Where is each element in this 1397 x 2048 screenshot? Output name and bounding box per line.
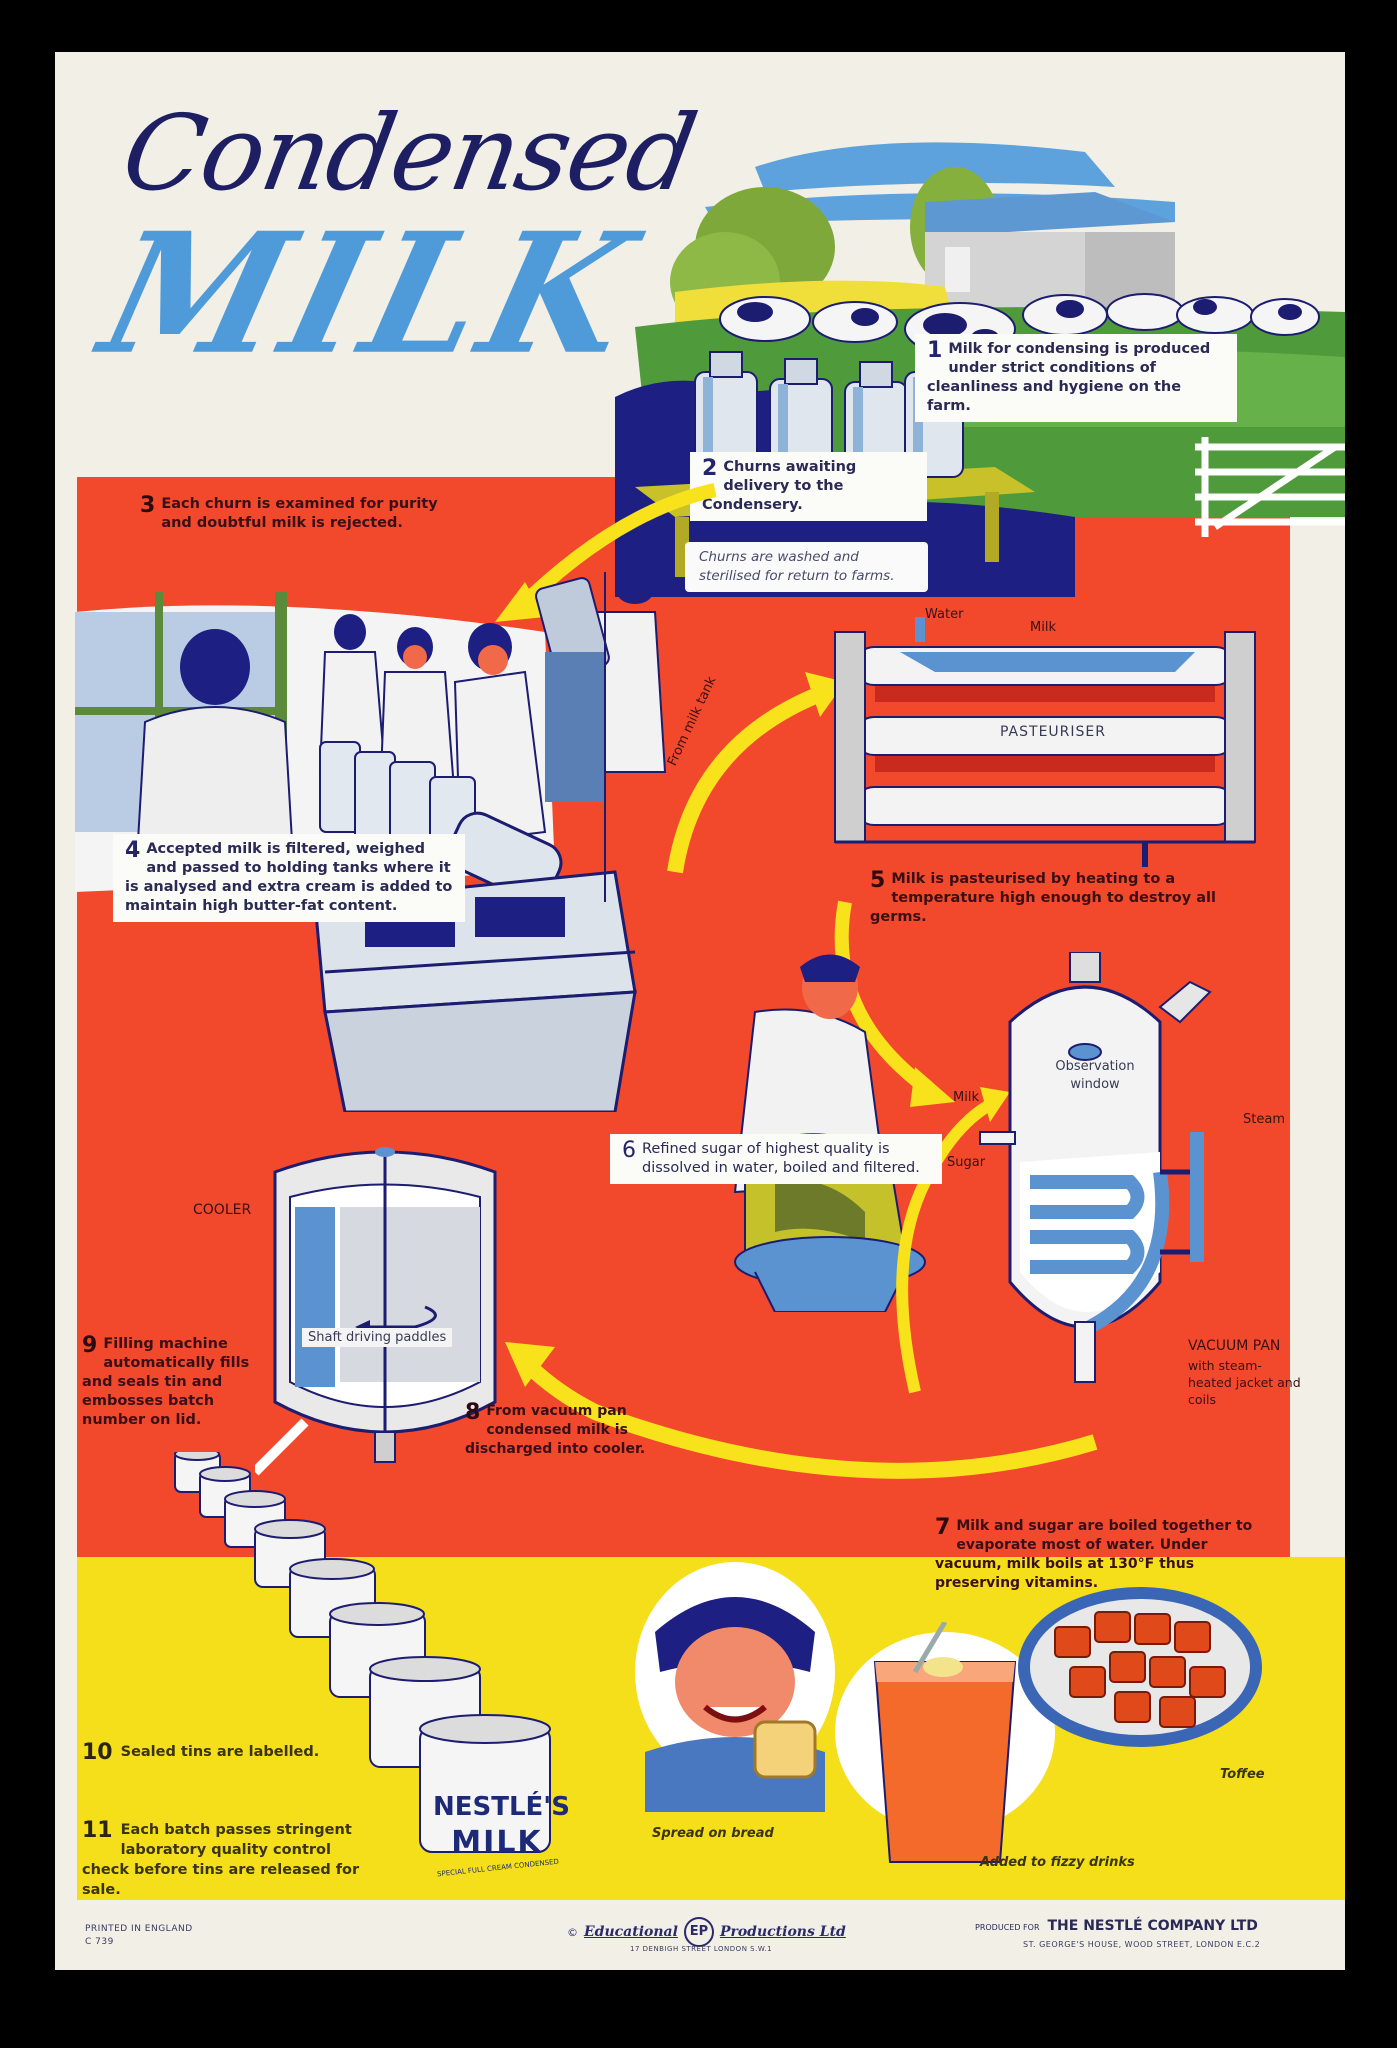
printed-in-label: PRINTED IN ENGLAND	[85, 1924, 193, 1934]
cooler-label: COOLER	[193, 1202, 252, 1218]
step-number: 9	[82, 1333, 98, 1358]
step-text: Milk and sugar are boiled together to ev…	[935, 1518, 1253, 1591]
cooler-illustration	[255, 1147, 497, 1476]
title-main: MILK	[85, 197, 656, 392]
step-text: Accepted milk is filtered, weighed and p…	[125, 841, 453, 914]
step-number: 3	[140, 493, 156, 518]
flow-arrow-vacuum-pan-to-cooler	[505, 1342, 1098, 1479]
vacuum-pan-label: VACUUM PAN	[1188, 1338, 1281, 1354]
toffee-plate-illustration	[1018, 1587, 1262, 1747]
spread-on-bread-label: Spread on bread	[652, 1826, 774, 1841]
publisher-logo: EP	[683, 1917, 714, 1947]
publisher-name-right: Productions Ltd	[719, 1924, 846, 1940]
step-text: Filling machine automatically fills and …	[82, 1336, 250, 1428]
fizzy-drinks-label: Added to fizzy drinks	[980, 1855, 1135, 1870]
step-number: 7	[935, 1515, 951, 1540]
water-label: Water	[925, 607, 964, 622]
step-number: 6	[622, 1138, 636, 1163]
produced-for-label: PRODUCED FOR	[975, 1923, 1040, 1932]
left-paper-edge	[55, 477, 77, 1902]
toffee-label: Toffee	[1220, 1767, 1265, 1782]
tin-product-label: MILK	[451, 1825, 543, 1860]
observation-window-label: Observation window	[1055, 1059, 1135, 1092]
company-name: THE NESTLÉ COMPANY LTD	[1047, 1918, 1258, 1934]
sugar-inlet-label: Sugar	[947, 1155, 986, 1170]
copyright-symbol: ©	[567, 1925, 578, 1939]
step-text: Each churn is examined for purity and do…	[161, 496, 438, 531]
company-address: ST. GEORGE'S HOUSE, WOOD STREET, LONDON …	[1023, 1940, 1261, 1949]
tin-brand-label: NESTLÉ'S	[433, 1792, 570, 1822]
pasteuriser-label: PASTEURISER	[1000, 724, 1106, 740]
publisher-address: 17 DENBIGH STREET LONDON S.W.1	[630, 1945, 773, 1953]
vacuum-pan-illustration	[979, 952, 1212, 1383]
flow-arrow-pasteuriser-to-vacuum-pan	[834, 900, 955, 1107]
produced-for-line: PRODUCED FOR THE NESTLÉ COMPANY LTD	[975, 1918, 1258, 1934]
step-10-caption: 10 Sealed tins are labelled.	[82, 1742, 342, 1764]
print-code-label: C 739	[85, 1937, 114, 1947]
milk-inlet-label: Milk	[953, 1090, 979, 1105]
step-text: Sealed tins are labelled.	[120, 1744, 320, 1760]
step-number: 2	[702, 456, 718, 481]
shaft-label: Shaft driving paddles	[302, 1328, 453, 1347]
step-text: Each batch passes stringent laboratory q…	[82, 1822, 360, 1898]
step-text: Churns awaiting delivery to the Condense…	[702, 459, 857, 513]
vacuum-pan-description: with steam-heated jacket and coils	[1188, 1358, 1301, 1407]
steam-label: Steam	[1243, 1112, 1285, 1127]
step-number: 11	[82, 1818, 113, 1843]
step-text: From vacuum pan condensed milk is discha…	[465, 1403, 646, 1457]
step-number: 10	[82, 1740, 113, 1765]
flow-arrow-sugar-to-vacuum-pan	[896, 1087, 1010, 1394]
publisher-name-left: Educational	[584, 1924, 678, 1940]
step-number: 4	[125, 838, 141, 863]
step-text: Milk for condensing is produced under st…	[927, 341, 1211, 414]
boy-with-bread-illustration	[635, 1562, 835, 1812]
pasteuriser-illustration	[834, 617, 1256, 867]
step-text: Milk is pasteurised by heating to a temp…	[870, 871, 1216, 925]
fizzy-drink-illustration	[835, 1622, 1055, 1863]
step-number: 8	[465, 1400, 481, 1425]
poster: Condensed MILK	[55, 52, 1345, 1970]
step-text: Refined sugar of highest quality is diss…	[642, 1141, 920, 1176]
churns-washed-note: Churns are washed and sterilised for ret…	[685, 542, 928, 592]
step-number: 5	[870, 868, 886, 893]
step-number: 1	[927, 338, 943, 363]
publisher-mark: © Educational EP Productions Ltd	[567, 1917, 846, 1947]
tins-production-line-illustration	[174, 1452, 551, 1853]
right-paper-edge	[1290, 477, 1345, 1557]
milk-pipe-label: Milk	[1030, 620, 1056, 635]
